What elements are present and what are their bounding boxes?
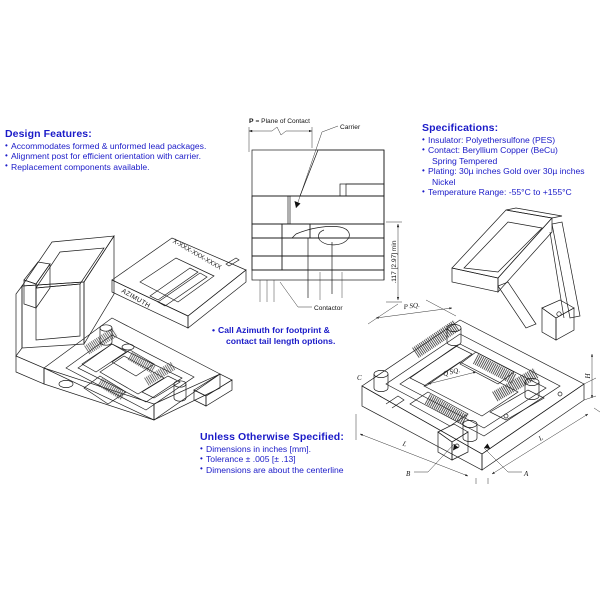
list-item: Spring Tempered (432, 155, 498, 166)
design-features-block: Design Features: Accommodates formed & u… (5, 128, 206, 172)
list-item: Temperature Range: -55°C to +155°C (422, 187, 585, 198)
contactor-label: Contactor (314, 305, 343, 312)
assembled-isometric-view: P SQ. Q SQ. B A (355, 207, 600, 486)
carrier-part-number: X-XXX-XXX-XXXX (171, 238, 223, 272)
callout-line-2: contact tail length options. (226, 336, 336, 346)
unless-heading: Unless Otherwise Specified: (200, 431, 344, 443)
list-item: Dimensions are about the centerline (200, 464, 344, 475)
footprint-callout: Call Azimuth for footprint & contact tai… (212, 325, 335, 347)
dimension-p-sq: P SQ. (367, 299, 457, 325)
dimension-l-left: L (355, 414, 477, 484)
specifications-list: Insulator: Polyethersulfone (PES) Contac… (422, 134, 585, 198)
unless-list: Dimensions in inches [mm]. Tolerance ± .… (200, 443, 344, 475)
alignment-post (524, 378, 540, 400)
dimension-label: C (357, 374, 362, 382)
plane-of-contact-label-bold: P (249, 118, 254, 125)
list-item: Accommodates formed & unformed lead pack… (5, 140, 206, 151)
design-features-list: Accommodates formed & unformed lead pack… (5, 140, 206, 172)
list-item: Contact: Beryllium Copper (BeCu) (422, 145, 585, 156)
list-item: Dimensions in inches [mm]. (200, 443, 344, 454)
exploded-isometric-view: X-XXX-XXX-XXXX AZIMUTH (8, 222, 248, 422)
list-item: Replacement components available. (5, 161, 206, 172)
dimension-a: A (483, 443, 529, 478)
alignment-post (373, 370, 389, 392)
list-item: Tolerance ± .005 [± .13] (200, 454, 344, 465)
carrier-label: Carrier (340, 124, 361, 131)
dimension-l-right: L (487, 407, 600, 484)
list-item: Alignment post for efficient orientation… (5, 151, 206, 162)
design-features-heading: Design Features: (5, 128, 92, 140)
dimension-q-sq: Q SQ. (427, 366, 477, 385)
dimension-c: C (357, 374, 362, 382)
list-item: Insulator: Polyethersulfone (PES) (422, 134, 585, 145)
dimension-label: B (406, 470, 411, 478)
device-carrier: X-XXX-XXX-XXXX AZIMUTH (111, 237, 247, 329)
callout-line-1: Call Azimuth for footprint & (212, 325, 335, 336)
dimension-label: L (401, 439, 409, 448)
alignment-post (446, 324, 462, 346)
list-item: Plating: 30µ inches Gold over 30µ inches (422, 166, 585, 177)
alignment-post (99, 324, 113, 346)
specifications-heading: Specifications: (422, 122, 499, 134)
dimension-label: H (584, 373, 592, 380)
socket-lid-open (451, 207, 581, 341)
dimension-label: Q SQ. (442, 366, 461, 378)
dimension-label: P SQ. (402, 301, 420, 311)
cross-section-drawing: P = Plane of Contact Carrier (236, 112, 416, 312)
height-dimension-label: .117 [2.97] min (391, 240, 398, 283)
dimension-label: L (536, 434, 544, 443)
socket-base (15, 317, 233, 421)
plane-of-contact-label: = Plane of Contact (256, 118, 311, 125)
dimension-b: B (406, 443, 459, 478)
socket-base-assembled (361, 319, 585, 471)
dimension-label: A (523, 470, 529, 478)
dimension-h: H (583, 353, 597, 401)
unless-otherwise-specified-block: Unless Otherwise Specified: Dimensions i… (200, 431, 344, 475)
specifications-block: Specifications: Insulator: Polyethersulf… (422, 122, 585, 197)
list-item: Nickel (432, 176, 456, 187)
alignment-post (173, 380, 187, 402)
